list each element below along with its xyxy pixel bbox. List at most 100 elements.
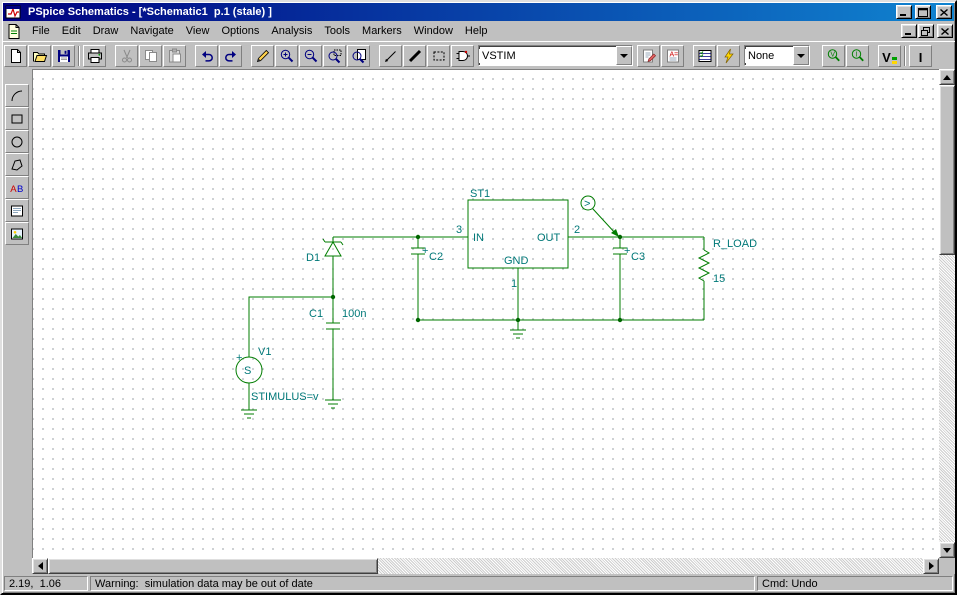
window-title: PSpice Schematics - [*Schematic1 p.1 (st… <box>28 3 893 21</box>
part-combobox-field[interactable] <box>479 46 616 65</box>
pencil-icon <box>255 48 271 64</box>
app-icon[interactable] <box>5 5 21 20</box>
menu-options[interactable]: Options <box>215 22 265 40</box>
mdi-close-button[interactable] <box>937 24 953 38</box>
st1-in-pin-label: IN <box>473 232 484 244</box>
close-button[interactable] <box>936 5 952 19</box>
v1-ref-label[interactable]: V1 <box>258 346 271 358</box>
undo-button[interactable] <box>195 45 218 67</box>
vertical-scrollbar-thumb[interactable] <box>939 85 955 255</box>
polyline-tool-button[interactable] <box>5 153 29 176</box>
horizontal-scrollbar-thumb[interactable] <box>48 558 378 574</box>
bias-voltage-button[interactable]: V <box>878 45 901 67</box>
draw-wire-button[interactable] <box>379 45 402 67</box>
setup-analysis-button[interactable] <box>693 45 716 67</box>
c3-ref-label[interactable]: C3 <box>631 251 645 263</box>
document-icon[interactable] <box>6 24 22 39</box>
new-button[interactable] <box>4 45 27 67</box>
menu-tools[interactable]: Tools <box>318 22 356 40</box>
copy-button[interactable] <box>139 45 162 67</box>
vertical-scrollbar-track[interactable] <box>939 255 955 542</box>
arrow-up-icon <box>943 75 951 80</box>
edit-attributes-button[interactable]: A= <box>661 45 684 67</box>
menu-markers[interactable]: Markers <box>356 22 408 40</box>
component-rload[interactable] <box>699 250 709 281</box>
arc-icon <box>9 88 25 104</box>
component-c1[interactable] <box>326 323 340 329</box>
bias-current-label: I <box>919 51 923 64</box>
insert-picture-tool-button[interactable] <box>5 222 29 245</box>
zoom-out-button[interactable] <box>299 45 322 67</box>
text-box-tool-button[interactable] <box>5 199 29 222</box>
cut-button[interactable] <box>115 45 138 67</box>
menu-window[interactable]: Window <box>408 22 459 40</box>
rectangle-tool-button[interactable] <box>5 107 29 130</box>
titlebar: PSpice Schematics - [*Schematic1 p.1 (st… <box>3 3 954 21</box>
part-combobox-dropdown-button[interactable] <box>616 46 632 65</box>
menu-help[interactable]: Help <box>459 22 494 40</box>
horizontal-scrollbar-track[interactable] <box>378 558 923 574</box>
scroll-up-button[interactable] <box>939 69 955 85</box>
menu-draw[interactable]: Draw <box>87 22 125 40</box>
part-combobox-input[interactable] <box>479 49 616 63</box>
text-tool-button[interactable]: A B <box>5 176 29 199</box>
save-button[interactable] <box>52 45 75 67</box>
st1-ref-label[interactable]: ST1 <box>470 188 490 200</box>
rload-ref-label[interactable]: R_LOAD <box>713 238 757 250</box>
zoom-area-button[interactable] <box>323 45 346 67</box>
menu-file[interactable]: File <box>26 22 56 40</box>
vertical-scrollbar[interactable] <box>939 69 955 558</box>
open-button[interactable] <box>28 45 51 67</box>
printer-icon <box>87 48 103 64</box>
edit-symbol-button[interactable] <box>637 45 660 67</box>
ground-symbols[interactable] <box>241 330 526 418</box>
maximize-button[interactable] <box>915 5 931 19</box>
menu-navigate[interactable]: Navigate <box>124 22 179 40</box>
command-status: Cmd: Undo <box>757 576 953 591</box>
current-marker-button[interactable]: I <box>846 45 869 67</box>
print-button[interactable] <box>83 45 106 67</box>
mdi-restore-button[interactable] <box>918 24 934 38</box>
paste-button[interactable] <box>163 45 186 67</box>
simulate-button[interactable] <box>717 45 740 67</box>
close-icon <box>941 28 949 35</box>
bias-voltage-label: V <box>882 51 891 64</box>
menu-edit[interactable]: Edit <box>56 22 87 40</box>
maximize-icon <box>918 8 928 17</box>
draw-block-button[interactable] <box>427 45 450 67</box>
bias-current-button[interactable]: I <box>909 45 932 67</box>
current-probe-icon: I <box>850 48 866 64</box>
get-new-part-button[interactable] <box>451 45 474 67</box>
zoom-page-button[interactable] <box>347 45 370 67</box>
c2-ref-label[interactable]: C2 <box>429 251 443 263</box>
menu-view[interactable]: View <box>180 22 216 40</box>
junction-dot <box>618 318 622 322</box>
c1-value-label[interactable]: 100n <box>342 308 366 320</box>
undo-icon <box>199 48 215 64</box>
marker-combobox-input[interactable] <box>745 49 793 63</box>
redo-button[interactable] <box>219 45 242 67</box>
schematic-canvas[interactable]: V1 + S STIMULUS=v C1 100n D1 ST1 IN OUT … <box>32 69 939 558</box>
zoom-fit-page-icon <box>351 48 367 64</box>
marker-combobox-dropdown-button[interactable] <box>793 46 809 65</box>
draw-bus-button[interactable] <box>403 45 426 67</box>
scroll-left-button[interactable] <box>32 558 48 574</box>
scroll-right-button[interactable] <box>923 558 939 574</box>
rload-value-label[interactable]: 15 <box>713 273 725 285</box>
circle-tool-button[interactable] <box>5 130 29 153</box>
minimize-button[interactable] <box>896 5 912 19</box>
component-d1[interactable] <box>323 239 343 256</box>
menu-analysis[interactable]: Analysis <box>265 22 318 40</box>
voltage-marker-button[interactable]: V <box>822 45 845 67</box>
open-folder-icon <box>32 48 48 64</box>
d1-ref-label[interactable]: D1 <box>306 252 320 264</box>
marker-combobox-field[interactable] <box>745 46 793 65</box>
horizontal-scrollbar[interactable] <box>32 558 939 574</box>
mdi-minimize-button[interactable] <box>901 24 917 38</box>
zoom-in-button[interactable] <box>275 45 298 67</box>
c1-ref-label[interactable]: C1 <box>309 308 323 320</box>
v1-attr-label[interactable]: STIMULUS=v <box>251 391 319 403</box>
arc-tool-button[interactable] <box>5 84 29 107</box>
pencil-tool-button[interactable] <box>251 45 274 67</box>
scroll-down-button[interactable] <box>939 542 955 558</box>
